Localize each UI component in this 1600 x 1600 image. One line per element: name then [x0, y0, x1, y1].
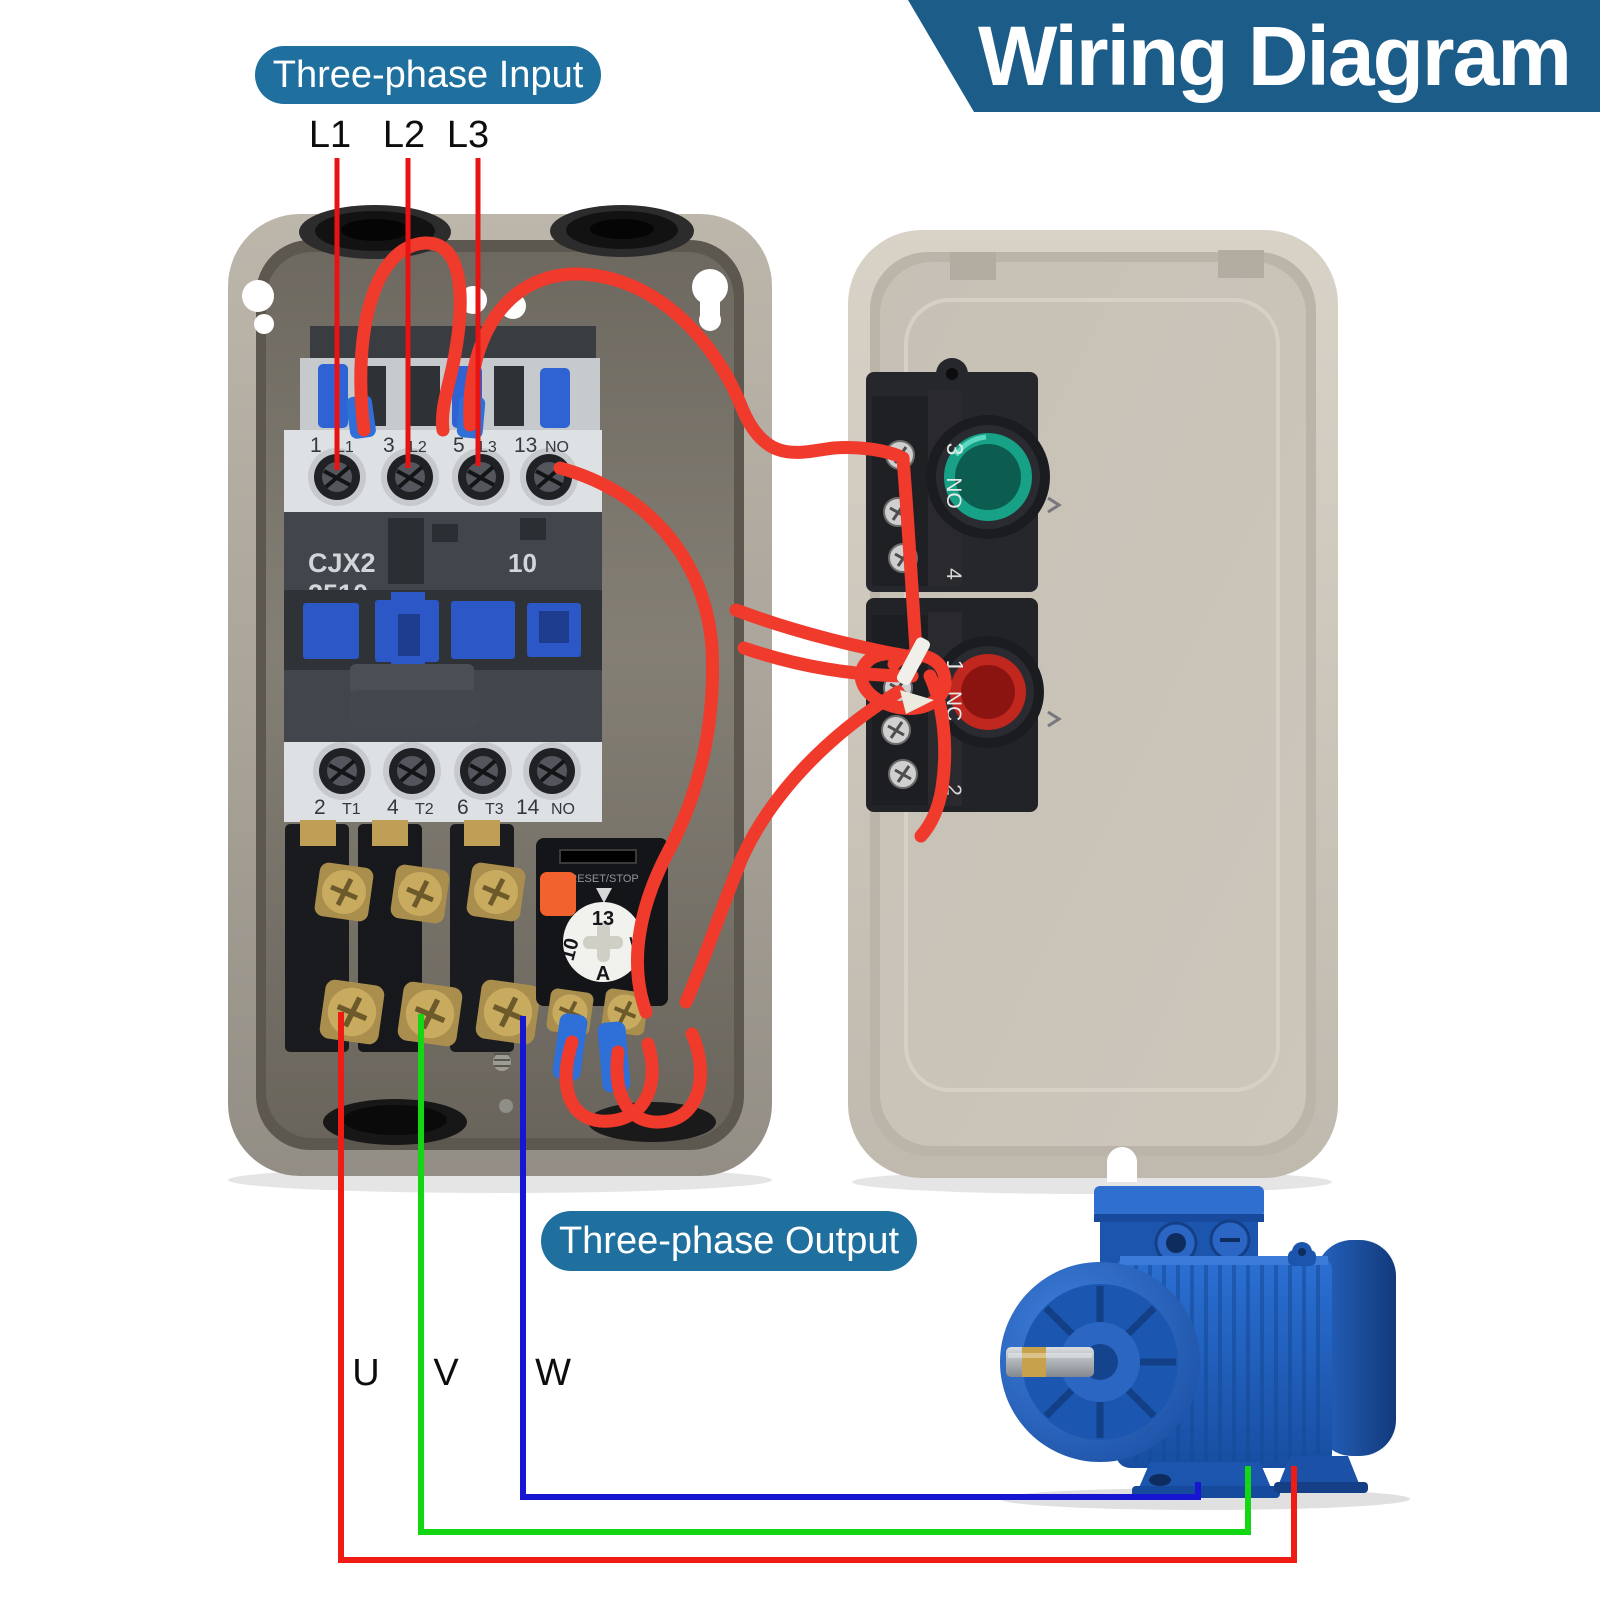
contactor-top-terminal-labels: 1 L1 3 L2 5 L3 13 NO	[310, 434, 569, 457]
hookup-wire	[896, 451, 923, 657]
output-lines	[338, 1012, 1297, 1563]
start-terminal-upper: 3	[942, 443, 968, 456]
input-lines	[334, 158, 481, 470]
cable-tie	[896, 637, 934, 714]
phase-label-l2: L2	[382, 114, 426, 156]
output-line-u	[338, 1012, 1297, 1563]
output-line-v	[418, 1014, 1251, 1535]
hookup-wire	[354, 236, 467, 437]
page-title: Wiring Diagram	[978, 8, 1572, 103]
phase-label-u: U	[352, 1352, 380, 1394]
terminal-label: NO	[551, 801, 575, 818]
motor-shaft	[1006, 1347, 1094, 1377]
relay-reset-label: RESET/STOP	[569, 873, 638, 885]
phase-label-l1: L1	[308, 114, 352, 156]
stop-terminal-lower: 2	[942, 784, 965, 796]
terminal-label: 5	[453, 434, 465, 457]
terminal-label: NO	[545, 439, 569, 456]
contactor-bottom-terminal-labels: 2 T1 4 T2 6 T3 14 NO	[314, 796, 575, 819]
motor-front-endbell	[1000, 1262, 1200, 1462]
output-line-w	[520, 1016, 1201, 1500]
terminal-label: T1	[342, 801, 361, 818]
start-button-module: 3 NO 4	[866, 358, 1062, 592]
terminal-label: 1	[310, 434, 322, 457]
terminal-label: T3	[485, 801, 504, 818]
hookup-wire	[559, 1035, 659, 1128]
hookup-wire	[463, 267, 906, 463]
hookup-wire	[737, 641, 919, 683]
terminal-label: 6	[457, 796, 469, 819]
enclosure-lid: 3 NO 4 1 NC 2	[848, 230, 1338, 1194]
terminal-label: 2	[314, 796, 326, 819]
contactor: 1 L1 3 L2 5 L3 13 NO CJX2 2510 10	[284, 326, 602, 822]
lid-bottom-notch	[1107, 1147, 1137, 1182]
motor	[1000, 1186, 1410, 1510]
phase-label-w: W	[535, 1352, 571, 1394]
dial-value-13: 13	[592, 908, 614, 930]
terminal-label: L3	[479, 439, 497, 456]
contactor-model-line1: CJX2	[308, 548, 376, 578]
terminal-label: 4	[387, 796, 399, 819]
terminal-label: 3	[383, 434, 395, 457]
start-terminal-lower: 4	[942, 568, 965, 580]
title-banner: Wiring Diagram	[908, 0, 1600, 112]
terminal-label: 13	[514, 434, 537, 457]
start-contact-type: NO	[942, 477, 965, 509]
dial-unit-amps: A	[596, 963, 610, 985]
phase-label-l3: L3	[446, 114, 490, 156]
hookup-wire	[610, 1027, 707, 1129]
input-label: Three-phase Input	[272, 53, 584, 96]
terminal-label: L2	[409, 439, 427, 456]
motor-feet	[1132, 1456, 1368, 1498]
push-button-station: 3 NO 4 1 NC 2	[866, 358, 1062, 812]
output-label-pill: Three-phase Output	[541, 1211, 917, 1271]
cable-grommet-top	[299, 205, 694, 259]
relay-reset-button	[540, 872, 576, 916]
phase-label-v: V	[433, 1352, 459, 1394]
motor-terminal-box	[1094, 1186, 1264, 1265]
contactor-aux-rating: 10	[508, 548, 537, 578]
terminal-label: 14	[516, 796, 540, 819]
output-label: Three-phase Output	[558, 1219, 900, 1262]
hookup-wire	[914, 669, 952, 843]
hookup-wire	[679, 685, 905, 1009]
hookup-wire	[553, 461, 720, 1019]
input-label-pill: Three-phase Input	[255, 46, 601, 104]
terminal-label: T2	[415, 801, 434, 818]
terminal-label: L1	[336, 439, 354, 456]
